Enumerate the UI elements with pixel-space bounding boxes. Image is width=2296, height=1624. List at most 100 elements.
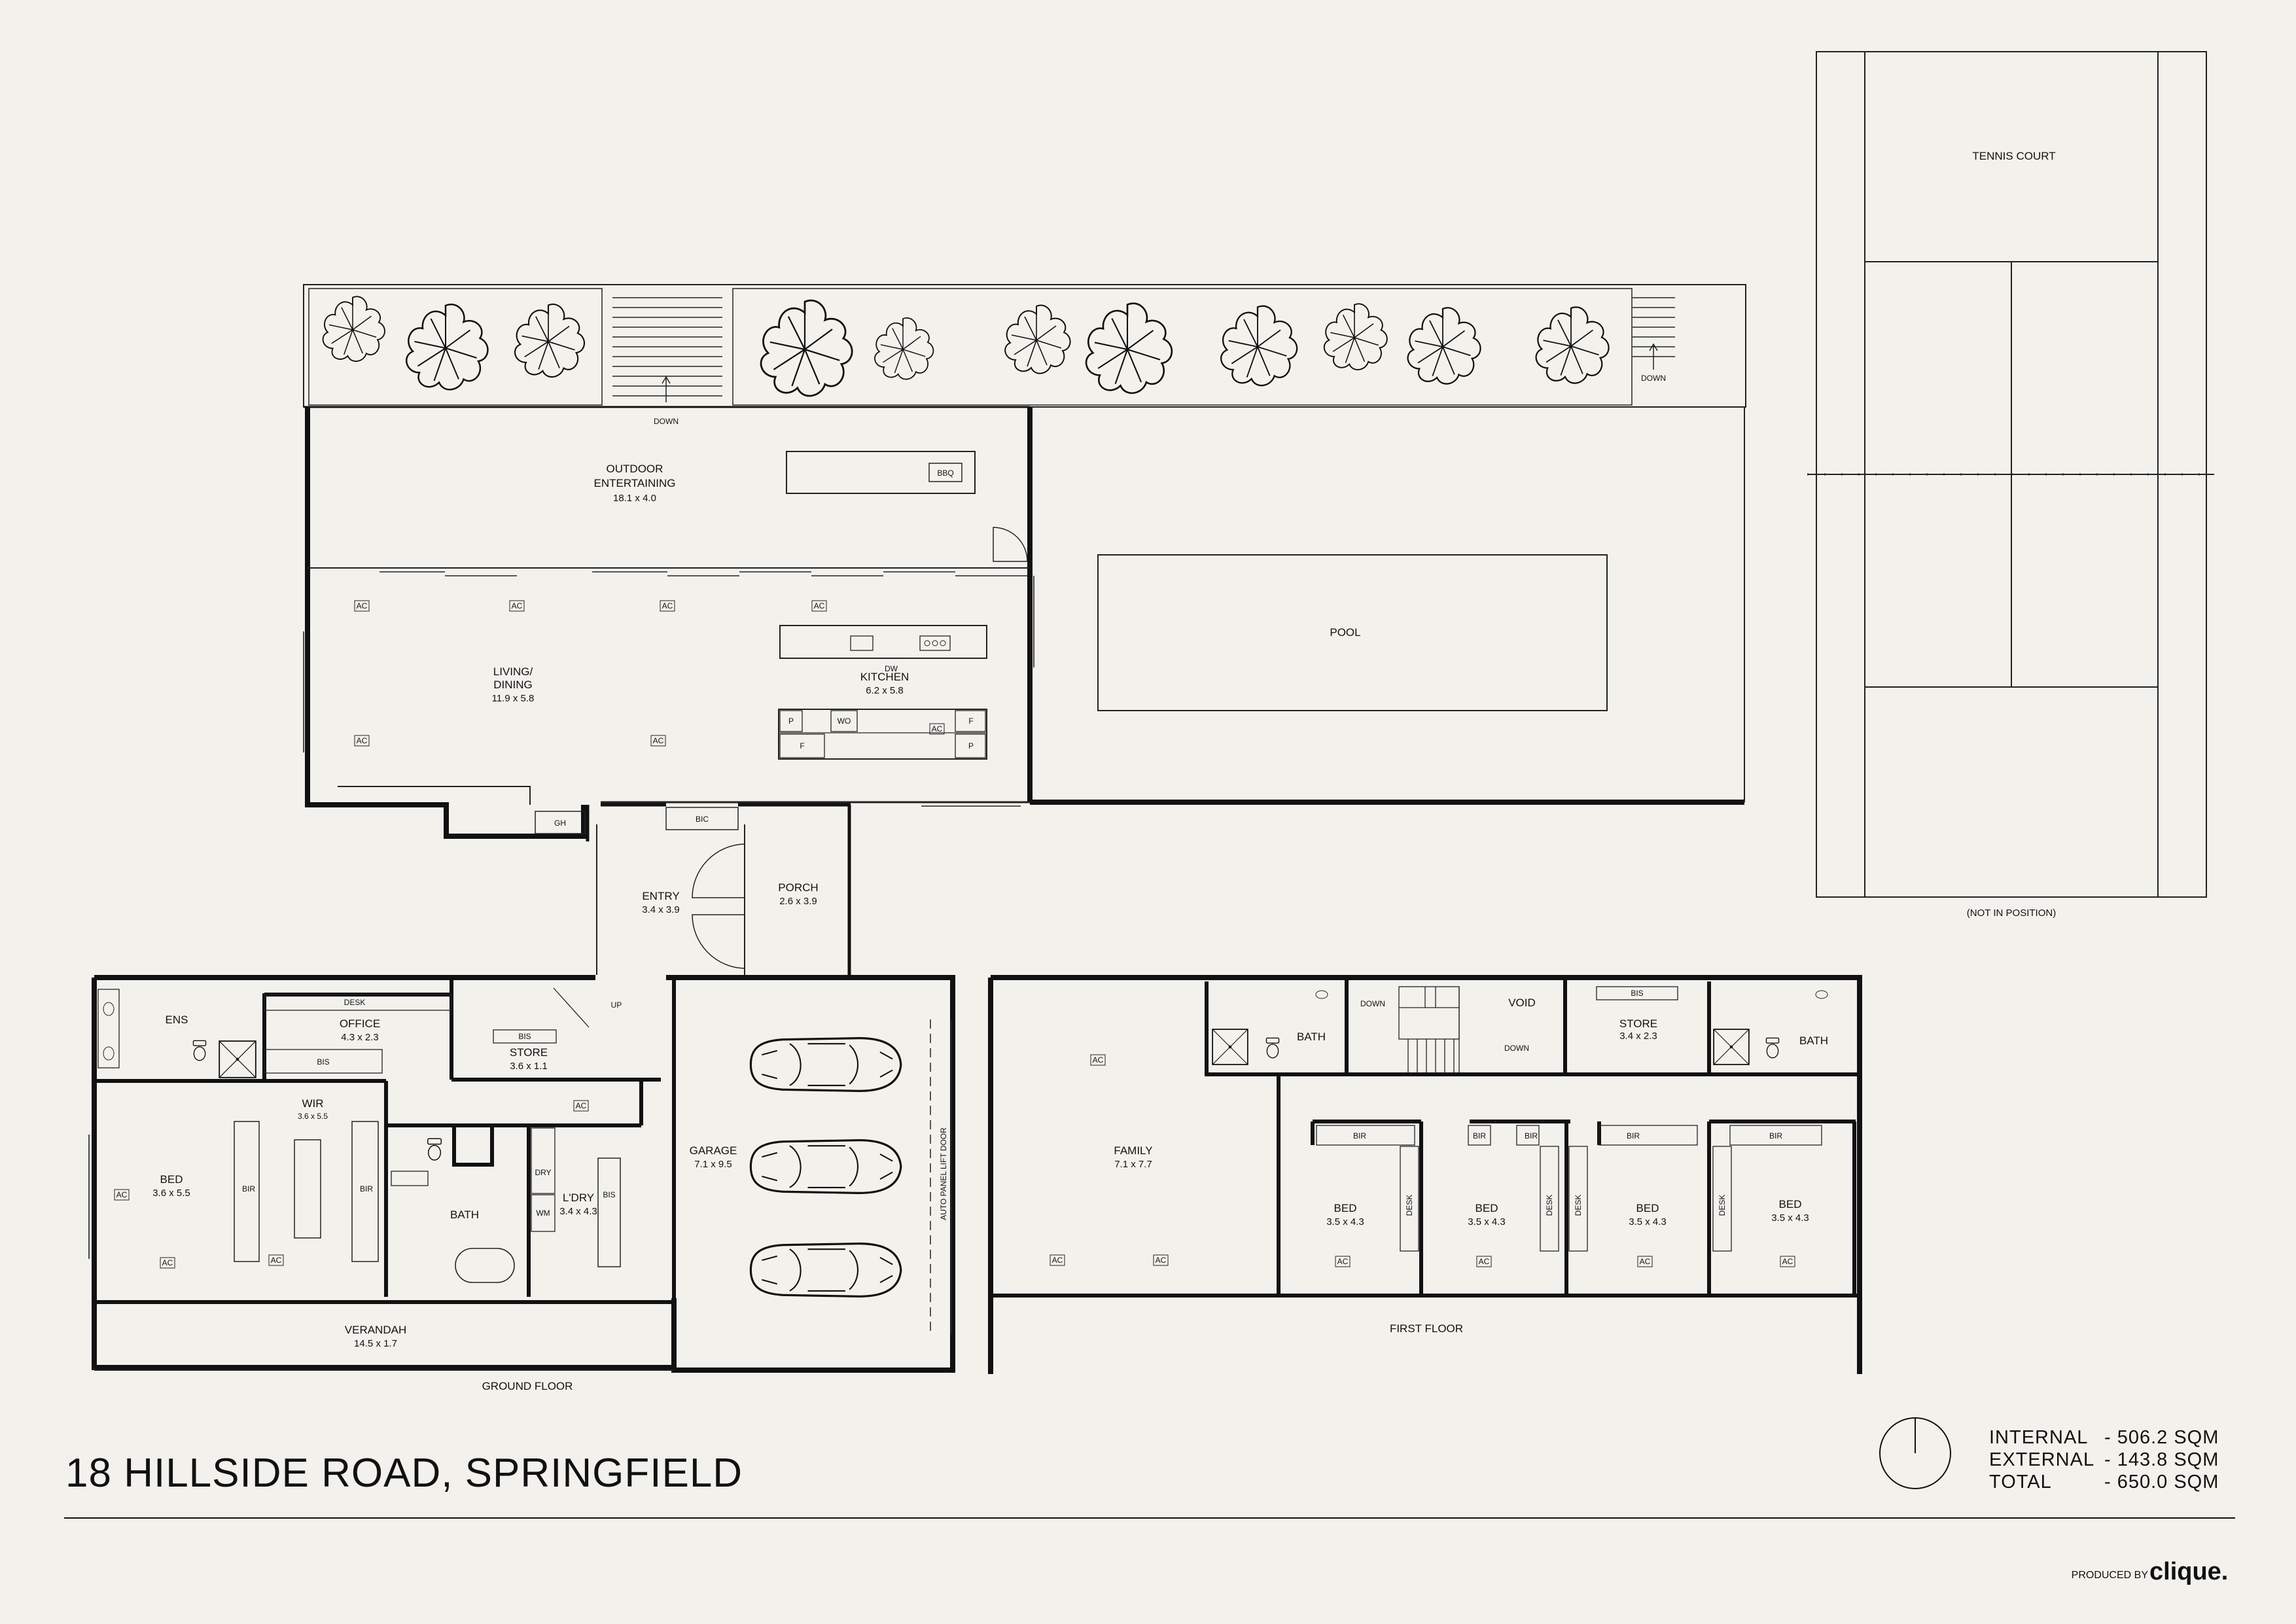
first-bed-4-label: BED bbox=[1779, 1198, 1802, 1210]
first-bed-1-label: BED bbox=[1334, 1202, 1357, 1214]
first-floor-label: FIRST FLOOR bbox=[1390, 1322, 1463, 1335]
desk-label-4: DESK bbox=[1718, 1195, 1727, 1216]
area-value-external: - 143.8 SQM bbox=[2104, 1449, 2219, 1470]
dryer-label: DRY bbox=[535, 1168, 551, 1177]
bbq-label: BBQ bbox=[937, 468, 953, 478]
area-value-total: - 650.0 SQM bbox=[2104, 1472, 2219, 1492]
ac-marker: AC bbox=[509, 600, 525, 612]
svg-text:AC: AC bbox=[1156, 1256, 1167, 1265]
ac-marker: AC bbox=[1335, 1256, 1351, 1267]
dishwasher-label: DW bbox=[885, 664, 898, 673]
garden-terrace: DOWN DOWN bbox=[303, 284, 1746, 426]
porch-label: PORCH bbox=[778, 881, 818, 894]
first-store-bis-label: BIS bbox=[1631, 989, 1643, 998]
ensuite-label: ENS bbox=[166, 1014, 188, 1026]
garage-door-label: AUTO PANEL LIFT DOOR bbox=[939, 1127, 948, 1220]
laundry-label: L'DRY bbox=[563, 1192, 594, 1204]
tennis-court-label: TENNIS COURT bbox=[1972, 150, 2055, 162]
first-floor: FAMILY 7.1 x 7.7 BATH BATH DOWN DOWN VOI… bbox=[988, 975, 1862, 1374]
svg-text:AC: AC bbox=[653, 736, 664, 745]
living-dim: 11.9 x 5.8 bbox=[492, 693, 535, 704]
first-bir-label-3: BIR bbox=[1525, 1131, 1538, 1140]
first-bir-label-4: BIR bbox=[1627, 1131, 1640, 1140]
produced-by-credit: PRODUCED BY clique. bbox=[2072, 1558, 2229, 1585]
first-bath-1-label: BATH bbox=[1297, 1031, 1326, 1043]
laundry-dim: 3.4 x 4.3 bbox=[559, 1206, 597, 1217]
first-bir-label-5: BIR bbox=[1769, 1131, 1782, 1140]
washer-label: WM bbox=[536, 1209, 550, 1218]
garden-trees bbox=[322, 296, 1610, 397]
svg-text:AC: AC bbox=[1782, 1257, 1793, 1266]
wir-dim: 3.6 x 5.5 bbox=[298, 1112, 328, 1121]
gas-heater-label: GH bbox=[554, 819, 566, 828]
ground-bed-dim: 3.6 x 5.5 bbox=[152, 1188, 190, 1199]
first-bed-3-label: BED bbox=[1636, 1202, 1659, 1214]
first-bed-1-dim: 3.5 x 4.3 bbox=[1326, 1216, 1364, 1227]
garage-label: GARAGE bbox=[690, 1144, 737, 1157]
store-label: STORE bbox=[510, 1046, 548, 1059]
ac-marker: AC bbox=[1637, 1256, 1653, 1267]
svg-text:AC: AC bbox=[576, 1101, 587, 1110]
entry-porch: ENTRY 3.4 x 3.9 PORCH 2.6 x 3.9 bbox=[586, 803, 851, 976]
area-label-external: EXTERNAL bbox=[1989, 1449, 2094, 1470]
ground-bed-label: BED bbox=[160, 1173, 183, 1186]
svg-text:AC: AC bbox=[662, 601, 673, 610]
desk-label-1: DESK bbox=[1405, 1195, 1414, 1216]
ground-bath-label: BATH bbox=[450, 1209, 479, 1221]
ac-marker: AC bbox=[650, 735, 666, 747]
outdoor-dim: 18.1 x 4.0 bbox=[613, 493, 656, 504]
tennis-note: (NOT IN POSITION) bbox=[1967, 908, 2056, 919]
kitchen-dim: 6.2 x 5.8 bbox=[866, 685, 904, 696]
store-bis-label: BIS bbox=[518, 1032, 531, 1041]
first-bed-3-dim: 3.5 x 4.3 bbox=[1629, 1216, 1667, 1227]
area-value-internal: - 506.2 SQM bbox=[2104, 1427, 2219, 1448]
entry-dim: 3.4 x 3.9 bbox=[642, 904, 680, 915]
ac-marker: AC bbox=[160, 1257, 175, 1269]
first-bir-label-1: BIR bbox=[1353, 1131, 1366, 1140]
svg-text:AC: AC bbox=[116, 1190, 128, 1199]
wir-label: WIR bbox=[302, 1097, 323, 1110]
area-summary: INTERNAL - 506.2 SQM EXTERNAL - 143.8 SQ… bbox=[1989, 1427, 2219, 1492]
first-bir-label-2: BIR bbox=[1473, 1131, 1486, 1140]
ac-marker: AC bbox=[1090, 1054, 1106, 1066]
first-bed-2-dim: 3.5 x 4.3 bbox=[1468, 1216, 1506, 1227]
family-dim: 7.1 x 7.7 bbox=[1114, 1159, 1152, 1170]
ac-marker: AC bbox=[1153, 1254, 1169, 1266]
address-title: 18 HILLSIDE ROAD, SPRINGFIELD bbox=[65, 1451, 743, 1496]
first-store-dim: 3.4 x 2.3 bbox=[1619, 1031, 1657, 1042]
wall-oven-label: WO bbox=[838, 716, 851, 726]
svg-text:AC: AC bbox=[357, 601, 368, 610]
void-stairs-down-label-2: DOWN bbox=[1504, 1044, 1529, 1053]
ac-marker: AC bbox=[268, 1254, 284, 1266]
ac-marker: AC bbox=[1476, 1256, 1492, 1267]
desk-label-2: DESK bbox=[1545, 1195, 1554, 1216]
bir-label-g2: BIR bbox=[360, 1184, 373, 1193]
office-label: OFFICE bbox=[340, 1017, 380, 1030]
north-compass-icon bbox=[1879, 1417, 1951, 1489]
verandah-label: VERANDAH bbox=[345, 1324, 406, 1336]
svg-text:AC: AC bbox=[1640, 1257, 1651, 1266]
living-label-1: LIVING/ bbox=[493, 665, 533, 678]
ac-marker: AC bbox=[811, 600, 827, 612]
credit-prefix: PRODUCED BY bbox=[2072, 1570, 2149, 1581]
main-living-block: BBQ OUTDOOR ENTERTAINING 18.1 x 4.0 LIVI… bbox=[303, 406, 1745, 839]
ground-floor-wing: ENS DESK BIS OFFICE 4.3 x 2.3 BIS STORE … bbox=[88, 975, 955, 1392]
pantry-label-1: P bbox=[788, 716, 794, 726]
garage-dim: 7.1 x 9.5 bbox=[694, 1159, 732, 1170]
first-bed-2-label: BED bbox=[1475, 1202, 1498, 1214]
verandah-dim: 14.5 x 1.7 bbox=[354, 1338, 397, 1349]
svg-text:AC: AC bbox=[1337, 1257, 1349, 1266]
void-label: VOID bbox=[1508, 997, 1536, 1009]
svg-text:AC: AC bbox=[357, 736, 368, 745]
porch-dim: 2.6 x 3.9 bbox=[779, 896, 817, 907]
area-label-total: TOTAL bbox=[1989, 1472, 2052, 1492]
svg-text:AC: AC bbox=[814, 601, 825, 610]
svg-text:AC: AC bbox=[932, 724, 943, 733]
ground-floor-label: GROUND FLOOR bbox=[482, 1380, 573, 1392]
ac-marker: AC bbox=[1050, 1254, 1065, 1266]
ac-marker: AC bbox=[354, 600, 370, 612]
first-bath-2-label: BATH bbox=[1799, 1034, 1828, 1047]
tennis-court bbox=[1807, 51, 2216, 898]
ac-marker: AC bbox=[114, 1189, 130, 1201]
